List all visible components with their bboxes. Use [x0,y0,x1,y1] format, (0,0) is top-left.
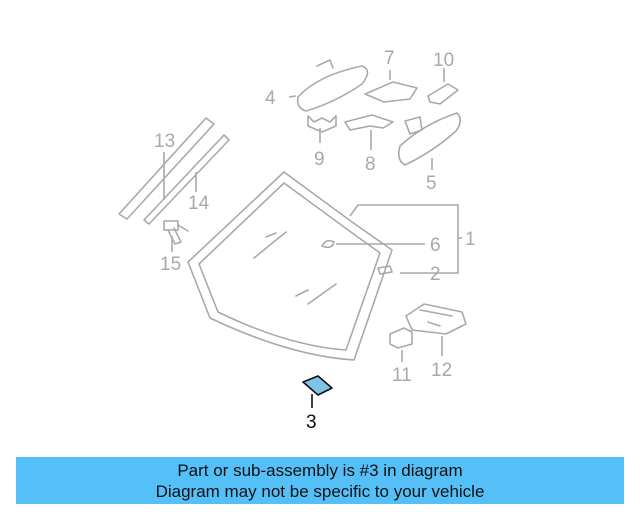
part-15-clip [163,220,189,245]
part-8-cover [344,114,394,131]
callout-7: 7 [384,48,395,69]
callout-8: 8 [365,154,376,175]
part-7-bracket [364,81,418,103]
part-10-sensor [427,83,459,105]
callout-11: 11 [392,365,412,386]
callout-15: 15 [160,254,181,275]
callout-13: 13 [154,131,175,152]
callout-3: 3 [306,412,317,433]
callout-1: 1 [465,229,476,250]
part-2-label [377,265,393,275]
callout-4: 4 [265,88,276,109]
windshield-glass [187,171,393,361]
part-6-bracket [321,239,335,249]
callout-12: 12 [431,360,452,381]
callout-2: 2 [430,264,441,285]
part-12-module [405,303,467,335]
info-banner: Part or sub-assembly is #3 in diagram Di… [16,457,624,504]
callout-10: 10 [433,50,454,71]
banner-line-2: Diagram may not be specific to your vehi… [155,482,485,501]
callout-14: 14 [188,193,210,214]
callout-6: 6 [430,235,441,256]
parts-diagram: 4 7 10 9 8 5 13 14 15 6 1 2 11 12 3 [118,48,476,433]
part-14-molding [143,134,230,225]
part-3-highlighted[interactable] [302,375,333,396]
part-13-molding [118,117,215,220]
banner-line-1: Part or sub-assembly is #3 in diagram [177,461,463,480]
callout-5: 5 [426,173,437,194]
part-4-rearview-mirror [296,59,369,112]
callout-9: 9 [314,149,325,170]
part-5-mirror [398,112,462,166]
leader-lines [163,68,462,408]
part-9-holder [307,115,337,133]
part-11-connector [389,327,413,349]
callout-numbers: 4 7 10 9 8 5 13 14 15 6 1 2 11 12 3 [154,48,476,433]
